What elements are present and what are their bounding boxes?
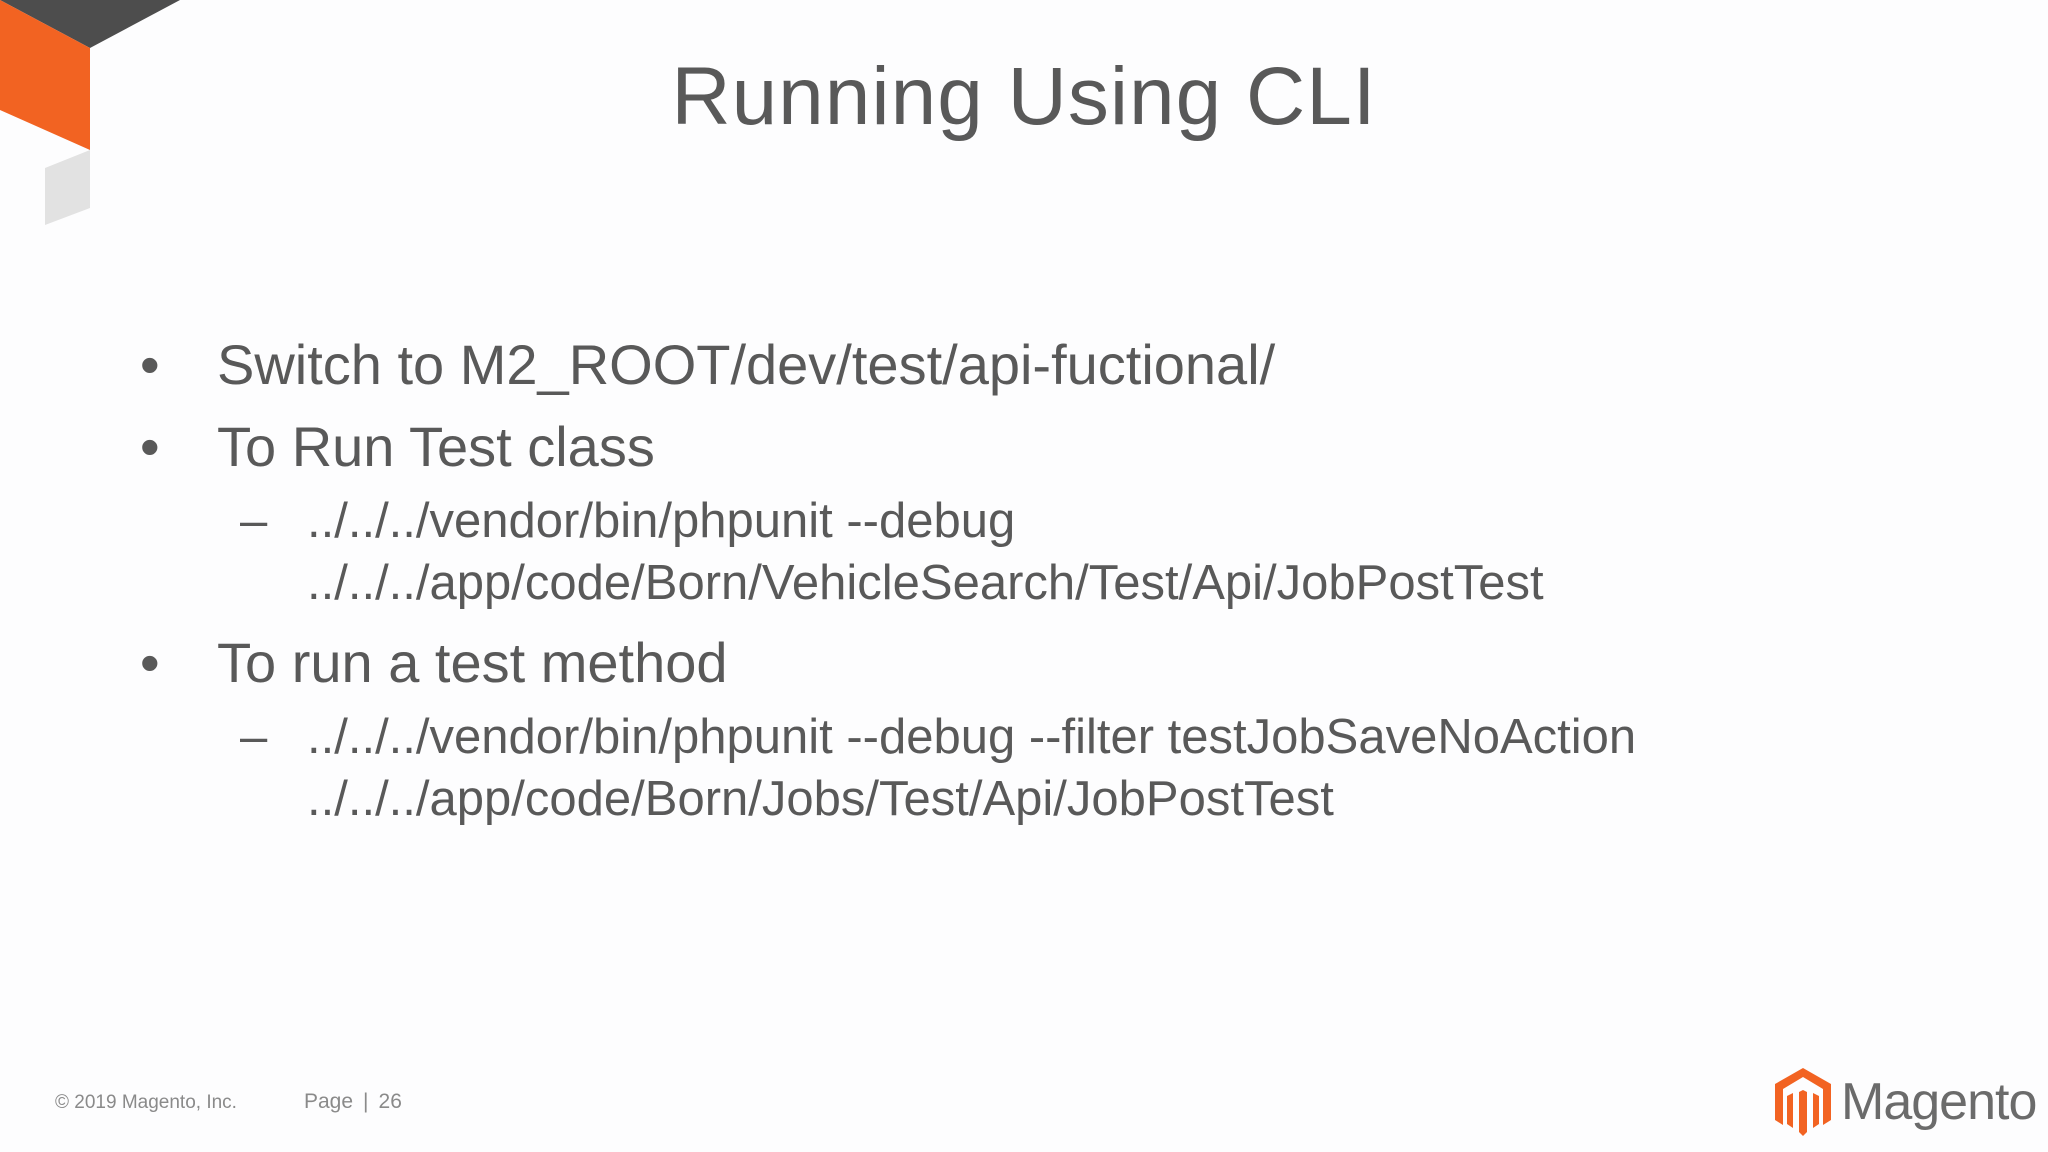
bullet-item: • Switch to M2_ROOT/dev/test/api-fuction… bbox=[140, 330, 1940, 400]
bullet-item: • To Run Test class bbox=[140, 412, 1940, 482]
command-line: ../../../app/code/Born/Jobs/Test/Api/Job… bbox=[307, 772, 1334, 826]
page-label: Page bbox=[304, 1090, 354, 1113]
sub-marker: – bbox=[240, 710, 268, 764]
bullet-text: To Run Test class bbox=[217, 415, 655, 478]
corner-decoration-icon bbox=[0, 0, 180, 225]
magento-logo-icon bbox=[1775, 1068, 1831, 1136]
page-separator: | bbox=[363, 1090, 369, 1113]
page-number: 26 bbox=[378, 1090, 402, 1113]
sub-item: – ../../../vendor/bin/phpunit --debug --… bbox=[140, 706, 1940, 830]
slide-title: Running Using CLI bbox=[671, 51, 1377, 142]
command-line: ../../../app/code/Born/VehicleSearch/Tes… bbox=[307, 556, 1544, 610]
command-line: ../../../vendor/bin/phpunit --debug bbox=[307, 494, 1016, 548]
sub-marker: – bbox=[240, 494, 268, 548]
footer-page-number: Page | 26 bbox=[304, 1090, 402, 1114]
logo-text: Magento bbox=[1841, 1073, 2037, 1131]
magento-logo: Magento bbox=[1773, 1066, 2037, 1138]
bullet-marker: • bbox=[140, 333, 160, 396]
bullet-marker: • bbox=[140, 631, 160, 694]
bullet-list: • Switch to M2_ROOT/dev/test/api-fuction… bbox=[140, 330, 1940, 844]
footer-copyright: © 2019 Magento, Inc. bbox=[55, 1092, 237, 1113]
bullet-item: • To run a test method bbox=[140, 628, 1940, 698]
bullet-text: Switch to M2_ROOT/dev/test/api-fuctional… bbox=[217, 333, 1276, 396]
bullet-marker: • bbox=[140, 415, 160, 478]
bullet-text: To run a test method bbox=[217, 631, 728, 694]
sub-item: – ../../../vendor/bin/phpunit --debug ..… bbox=[140, 490, 1940, 614]
command-line: ../../../vendor/bin/phpunit --debug --fi… bbox=[307, 710, 1637, 764]
